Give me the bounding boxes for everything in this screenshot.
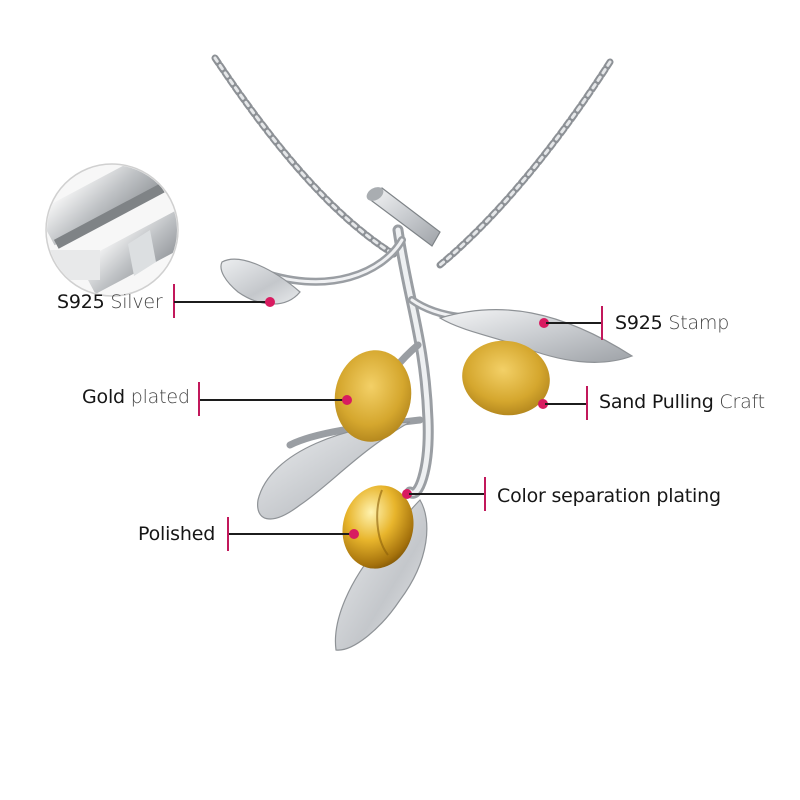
annotation-bold-text: S925: [57, 291, 105, 313]
olives: [334, 340, 550, 569]
annotation-leader-line: [200, 399, 347, 401]
annotation-leader-line: [546, 322, 602, 324]
annotation-leader-line: [174, 301, 270, 303]
annotation-leader-line: [545, 403, 587, 405]
annotation-polished: Polished: [138, 522, 215, 546]
annotation-bold-text: Gold: [82, 386, 125, 408]
annotation-tick: [586, 386, 588, 420]
bail: [366, 187, 441, 247]
annotation-leader-line: [409, 493, 485, 495]
annotation-bold-text: Sand Pulling: [599, 391, 714, 413]
annotation-sand-pulling-craft: Sand Pulling Craft: [599, 390, 765, 414]
annotation-dot: [342, 395, 352, 405]
silver-bars-icon: [45, 163, 179, 297]
annotation-dot: [265, 297, 275, 307]
annotation-dot: [538, 399, 548, 409]
annotation-s925-stamp: S925 Stamp: [615, 311, 729, 335]
annotation-dot: [402, 489, 412, 499]
annotation-dot: [539, 318, 549, 328]
annotation-dot: [349, 529, 359, 539]
annotation-light-text: plated: [124, 386, 190, 408]
chain: [211, 54, 614, 269]
annotation-tick: [227, 517, 229, 551]
annotation-s925-silver: S925 Silver: [57, 290, 163, 314]
annotation-light-text: Silver: [104, 291, 163, 313]
annotation-bold-text: Color separation plating: [497, 485, 721, 507]
annotation-tick: [601, 306, 603, 340]
annotation-tick: [484, 477, 486, 511]
annotation-light-text: Craft: [713, 391, 765, 413]
annotation-leader-line: [229, 533, 353, 535]
annotation-tick: [198, 382, 200, 416]
annotation-bold-text: Polished: [138, 523, 216, 545]
annotation-gold-plated: Gold plated: [82, 385, 190, 409]
annotation-light-text: Stamp: [662, 312, 730, 334]
annotation-bold-text: S925: [615, 312, 663, 334]
annotation-color-separation-plating: Color separation plating: [497, 484, 721, 508]
